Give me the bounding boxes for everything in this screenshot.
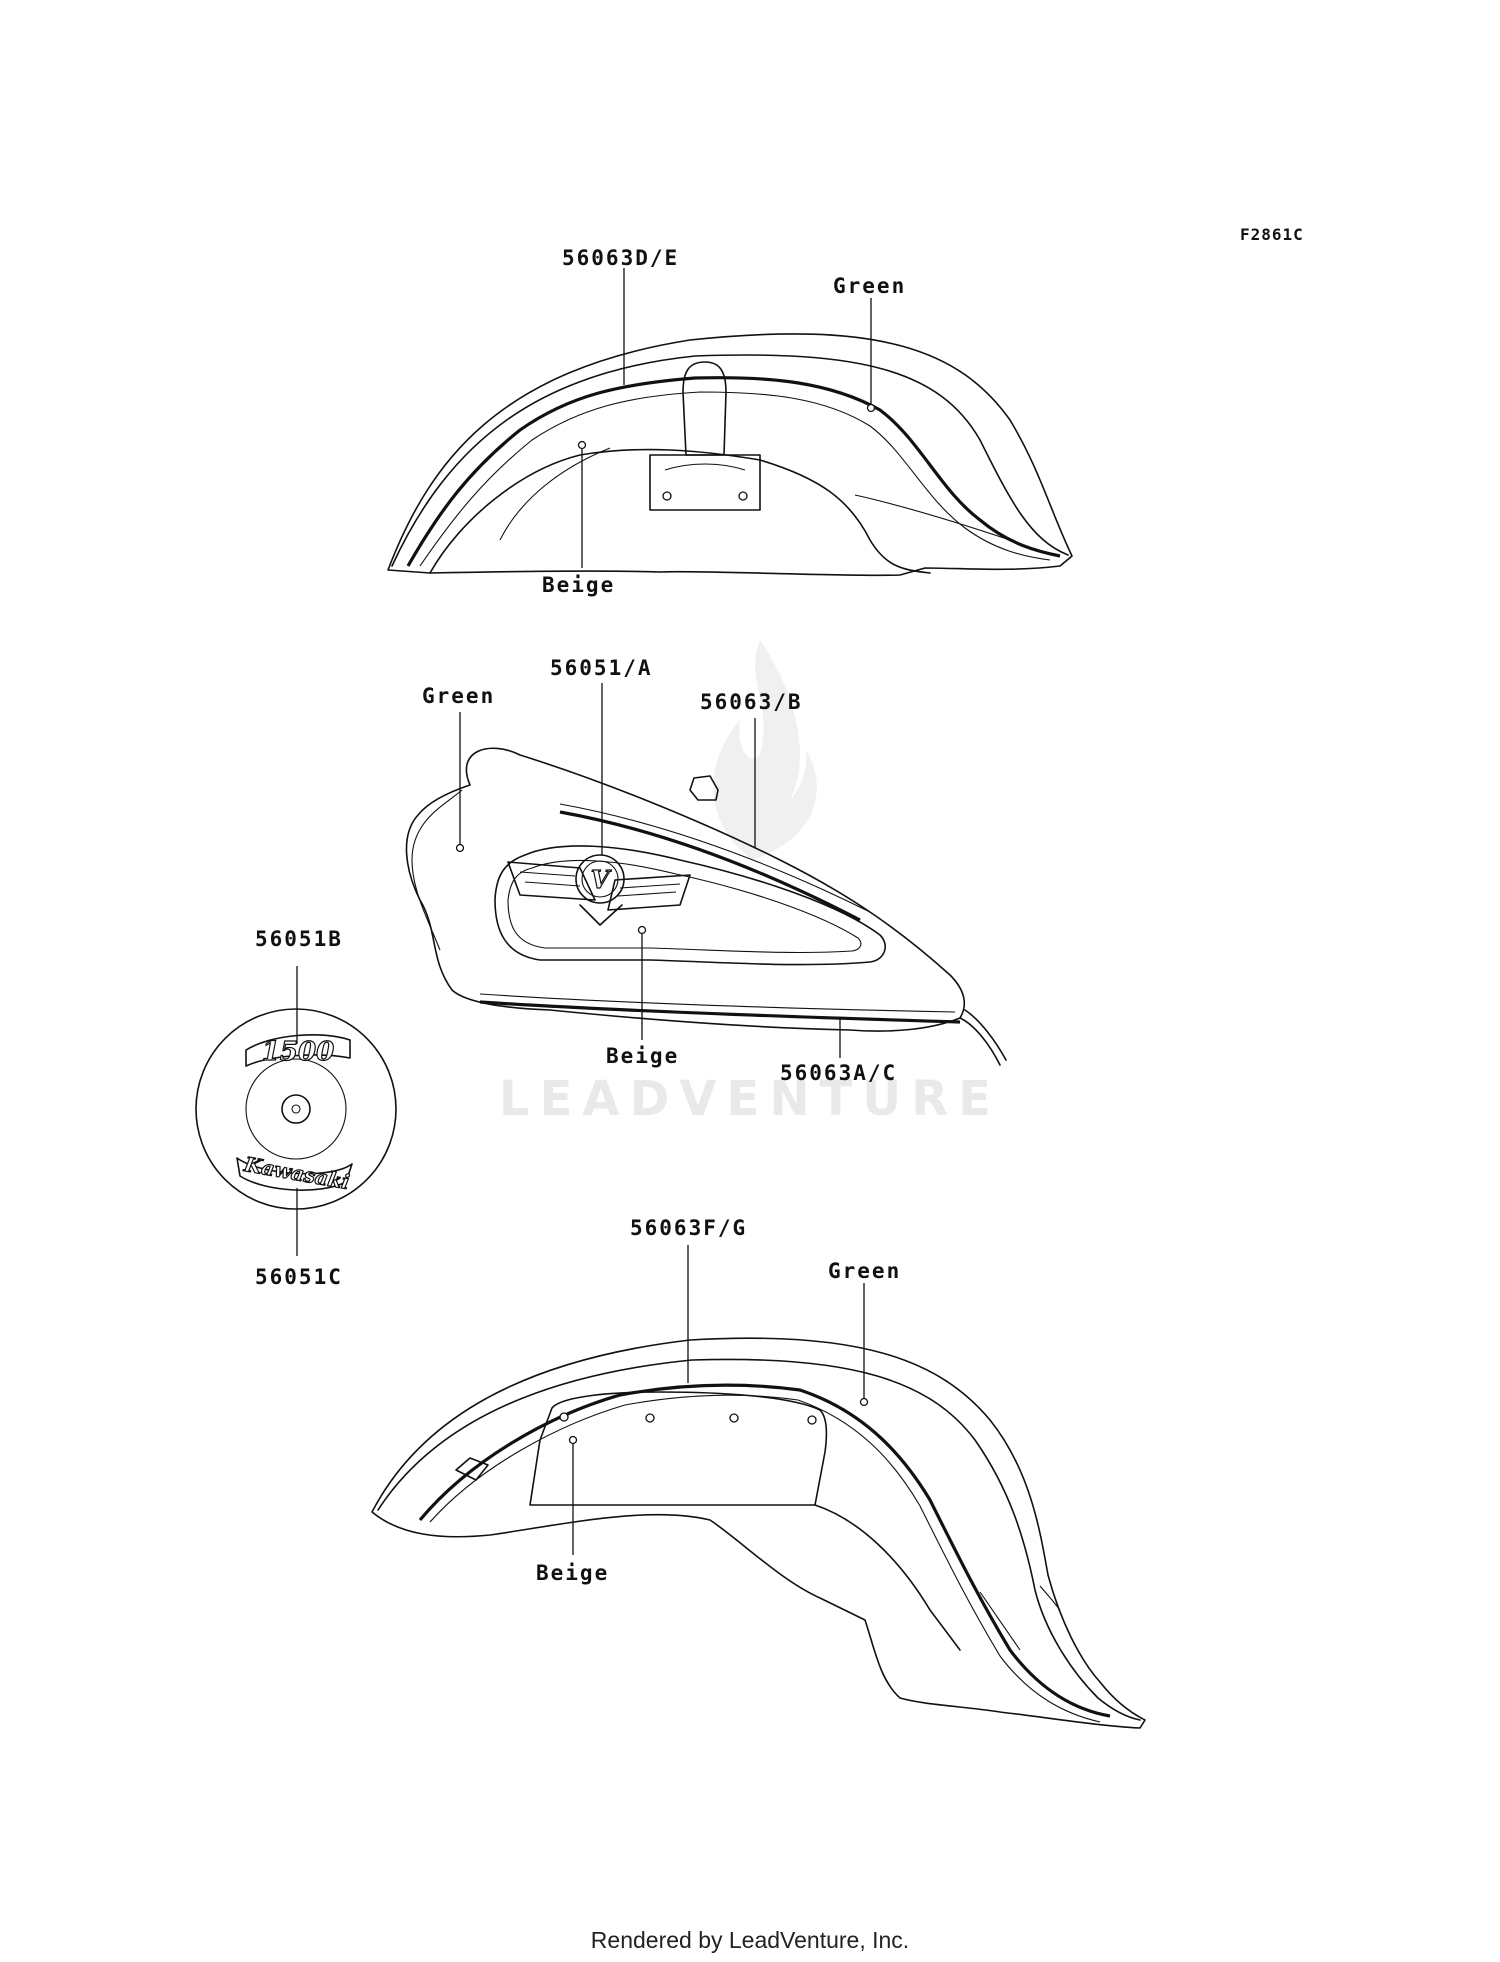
rear-fender-callouts: 56063F/G Green Beige bbox=[536, 1216, 901, 1585]
emblem-1500-text: 1500 bbox=[262, 1037, 334, 1067]
front-fender bbox=[387, 333, 1073, 577]
callout-front-beige: Beige bbox=[542, 573, 615, 597]
callout-tank-green: Green bbox=[422, 684, 495, 708]
figure-code: F2861C bbox=[1240, 225, 1304, 244]
callout-front-green: Green bbox=[833, 274, 906, 298]
watermark-text: LEADVENTURE bbox=[499, 1071, 1001, 1127]
front-fender-callouts: 56063D/E Green Beige bbox=[542, 246, 906, 597]
callout-rear-beige: Beige bbox=[536, 1561, 609, 1585]
fuel-tank: V bbox=[405, 747, 1007, 1066]
watermark: LEADVENTURE bbox=[499, 640, 1001, 1127]
round-cover-callouts: 56051B 56051C bbox=[255, 927, 343, 1289]
callout-56063d-e: 56063D/E bbox=[562, 246, 679, 270]
emblem-kawasaki-text: Kawasaki bbox=[242, 1152, 352, 1194]
round-cover: 1500 Kawasaki bbox=[195, 1008, 397, 1210]
emblem-kawasaki: Kawasaki bbox=[236, 1151, 353, 1195]
tank-v-emblem: V bbox=[507, 854, 691, 926]
callout-56051-a: 56051/A bbox=[550, 656, 653, 680]
fuel-tank-callouts: Green 56051/A 56063/B Beige 56063A/C bbox=[422, 656, 897, 1085]
watermark-flame-icon bbox=[713, 640, 817, 860]
tank-badge-letter: V bbox=[591, 865, 612, 894]
callout-56063f-g: 56063F/G bbox=[630, 1216, 747, 1240]
callout-56051b: 56051B bbox=[255, 927, 343, 951]
emblem-1500: 1500 bbox=[245, 1034, 351, 1068]
callout-56051c: 56051C bbox=[255, 1265, 343, 1289]
callout-rear-green: Green bbox=[828, 1259, 901, 1283]
footer-rendered-by: Rendered by LeadVenture, Inc. bbox=[591, 1927, 909, 1953]
rear-fender bbox=[371, 1337, 1146, 1729]
callout-tank-beige: Beige bbox=[606, 1044, 679, 1068]
callout-56063a-c: 56063A/C bbox=[780, 1061, 897, 1085]
callout-56063-b: 56063/B bbox=[700, 690, 803, 714]
